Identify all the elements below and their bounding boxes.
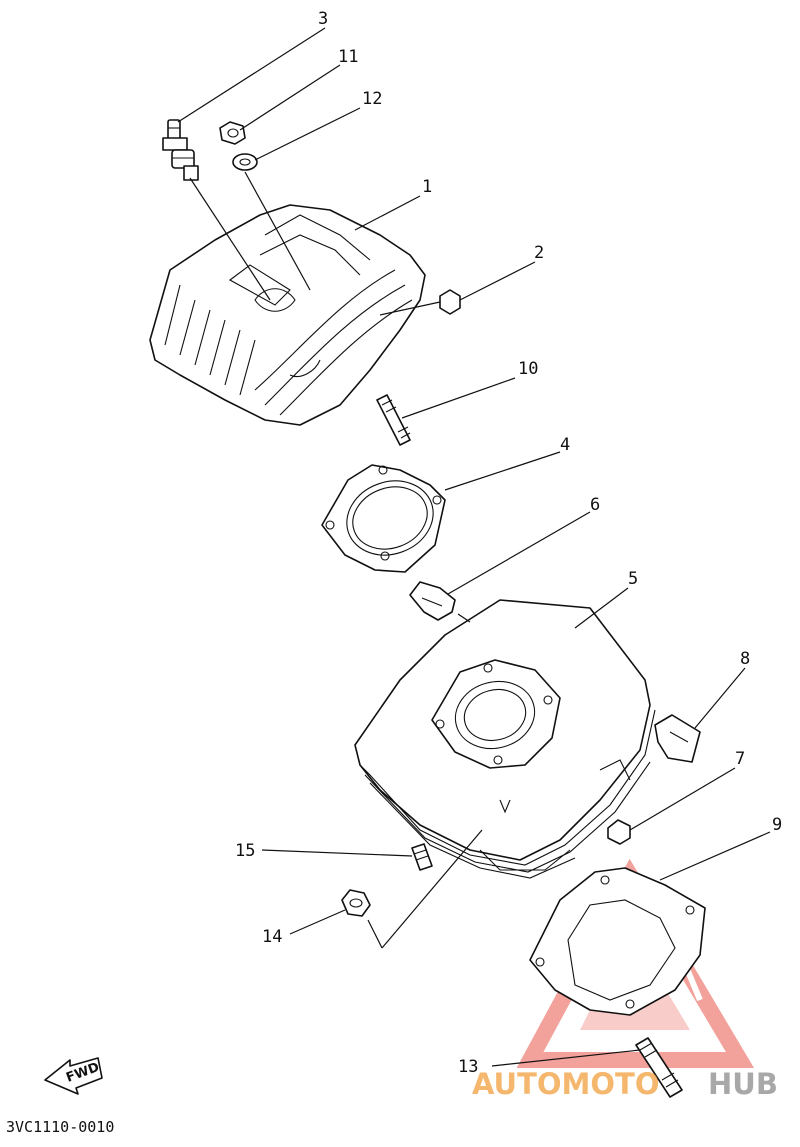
callout-labels: 3 11 12 1 2 10 4 6 5 8 7 9 15 14 13 — [235, 9, 782, 1077]
stud-bolt-upper — [376, 394, 411, 446]
callout-13: 13 — [458, 1057, 478, 1077]
cylinder-nut — [607, 819, 631, 845]
callout-14: 14 — [262, 927, 282, 947]
damper-side — [654, 714, 701, 763]
callout-5: 5 — [628, 569, 638, 589]
callout-4: 4 — [560, 435, 570, 455]
callout-3: 3 — [318, 9, 328, 29]
callout-7: 7 — [735, 749, 745, 769]
damper-upper — [409, 581, 456, 621]
callout-9: 9 — [772, 815, 782, 835]
watermark-text: AUTOMOTO HUB — [472, 1067, 778, 1101]
callout-12: 12 — [362, 89, 382, 109]
callout-15: 15 — [235, 841, 255, 861]
stud-bolt-lower — [635, 1037, 683, 1098]
cylinder — [354, 599, 656, 879]
watermark-brand-auto: AUTOMOTO — [472, 1067, 659, 1101]
base-gasket — [529, 867, 706, 1016]
head-nut — [439, 289, 461, 315]
callout-6: 6 — [590, 495, 600, 515]
head-gasket — [321, 464, 446, 573]
leader-lines — [177, 27, 771, 1067]
forward-direction-arrow: FWD — [44, 1057, 103, 1095]
part-code: 3VC1110-0010 — [6, 1118, 114, 1136]
callout-10: 10 — [518, 359, 538, 379]
spark-plug — [162, 119, 199, 181]
callout-1: 1 — [422, 177, 432, 197]
cap-nut — [219, 121, 246, 145]
dowel-nut — [341, 889, 371, 917]
watermark-brand-hub: HUB — [708, 1067, 778, 1101]
stud-bolt-small — [411, 843, 433, 871]
callout-2: 2 — [534, 243, 544, 263]
washer — [232, 153, 258, 171]
callout-8: 8 — [740, 649, 750, 669]
callout-11: 11 — [338, 47, 358, 67]
cylinder-head — [149, 204, 426, 426]
